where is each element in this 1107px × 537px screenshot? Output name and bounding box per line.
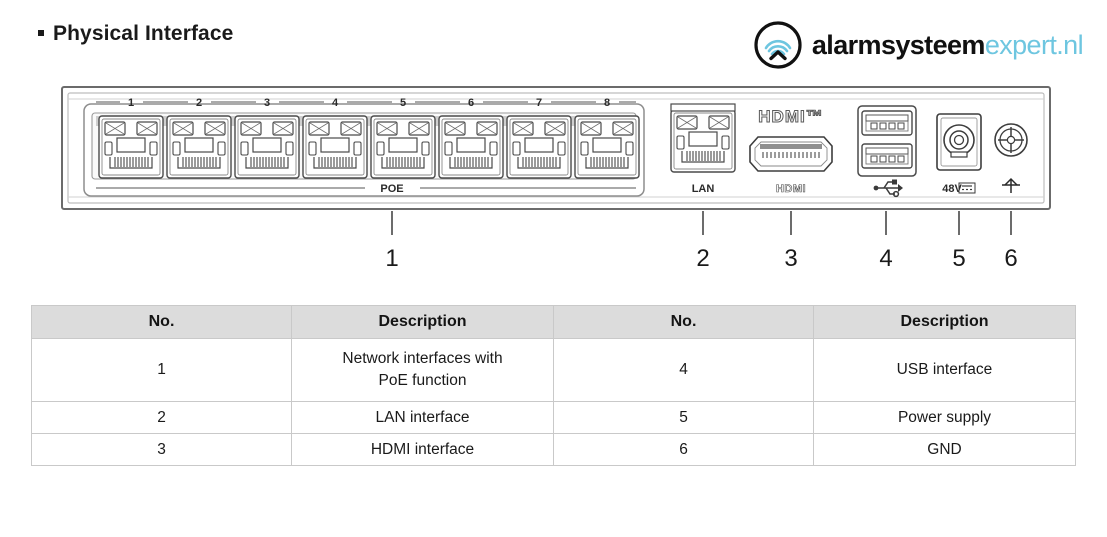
cell-no-right: 5 xyxy=(553,401,814,434)
poe-port-jack xyxy=(506,115,572,179)
signal-wave-circle-icon xyxy=(754,21,802,69)
cell-no-left: 2 xyxy=(31,401,292,434)
table-row: 2 LAN interface 5 Power supply xyxy=(31,401,1076,434)
poe-port-jack xyxy=(370,115,436,179)
poe-port-number: 7 xyxy=(536,97,542,109)
interface-description-table: No. Description No. Description 1 Networ… xyxy=(31,305,1076,466)
callout-numbers: 1 2 3 4 5 6 xyxy=(385,245,1017,272)
column-header-no-right: No. xyxy=(553,305,814,339)
cell-no-right: 6 xyxy=(553,433,814,466)
callout-number-5: 5 xyxy=(952,245,965,272)
column-header-no-left: No. xyxy=(31,305,292,339)
hdmi-port-group: HDMI™ HDMI xyxy=(749,107,833,195)
brand-logo: alarmsysteemexpert.nl xyxy=(754,20,1084,70)
svg-text:48V: 48V xyxy=(942,183,962,195)
power-jack-group: 48V xyxy=(936,113,982,195)
lan-label: LAN xyxy=(692,183,715,195)
hdmi-wordmark: HDMI™ xyxy=(758,107,823,126)
table-row: 3 HDMI interface 6 GND xyxy=(31,433,1076,466)
callout-number-2: 2 xyxy=(696,245,709,272)
poe-port-number: 4 xyxy=(332,97,339,109)
device-diagram: 1 2 3 4 5 6 7 8 POE L xyxy=(61,86,1051,272)
poe-port-number: 2 xyxy=(196,97,202,109)
table-row: 1 Network interfaces with PoE function 4… xyxy=(31,338,1076,402)
page-title: Physical Interface xyxy=(38,22,233,46)
brand-name-secondary: expert.nl xyxy=(984,29,1084,60)
table-header-row: No. Description No. Description xyxy=(31,305,1076,339)
poe-port-jack xyxy=(98,115,164,179)
column-header-desc-right: Description xyxy=(813,305,1076,339)
lan-port-group: LAN xyxy=(670,103,736,195)
usb-port-group xyxy=(857,105,917,198)
callout-number-3: 3 xyxy=(784,245,797,272)
column-header-desc-left: Description xyxy=(291,305,554,339)
ground-symbol-icon xyxy=(1002,177,1020,193)
poe-port-number: 5 xyxy=(400,97,406,109)
poe-port-jack xyxy=(574,115,640,179)
poe-port-jack xyxy=(166,115,232,179)
cell-desc-left-line1: Network interfaces with xyxy=(342,349,503,367)
cell-desc-right: GND xyxy=(813,433,1076,466)
poe-port-numbers: 1 2 3 4 5 6 7 8 xyxy=(128,97,610,109)
cell-desc-left: HDMI interface xyxy=(291,433,554,466)
brand-name: alarmsysteemexpert.nl xyxy=(811,29,1084,60)
device-rear-panel-figure: 1 2 3 4 5 6 7 8 POE L xyxy=(0,80,1107,285)
poe-port-jack xyxy=(438,115,504,179)
poe-port-number: 1 xyxy=(128,97,134,109)
brand-name-primary: alarmsysteem xyxy=(811,29,986,60)
cell-no-left: 3 xyxy=(31,433,292,466)
gnd-terminal-group xyxy=(994,123,1028,193)
poe-bank: 1 2 3 4 5 6 7 8 POE xyxy=(83,97,645,197)
power-rating-label: 48V xyxy=(942,182,976,195)
callout-number-4: 4 xyxy=(879,245,892,272)
callout-number-6: 6 xyxy=(1004,245,1017,272)
cell-desc-left-line2: PoE function xyxy=(378,372,467,389)
cell-no-left: 1 xyxy=(31,338,292,402)
cell-desc-left: Network interfaces with PoE function xyxy=(291,338,554,402)
page-title-text: Physical Interface xyxy=(53,22,234,45)
poe-port-jack xyxy=(234,115,300,179)
poe-group-label: POE xyxy=(96,183,636,195)
square-bullet-icon xyxy=(38,29,44,36)
poe-port-number: 6 xyxy=(468,97,474,109)
svg-text:POE: POE xyxy=(380,183,403,195)
hdmi-label: HDMI xyxy=(776,183,806,195)
cell-desc-right: Power supply xyxy=(813,401,1076,434)
poe-port-number: 3 xyxy=(264,97,270,109)
cell-desc-right: USB interface xyxy=(813,338,1076,402)
cell-no-right: 4 xyxy=(553,338,814,402)
poe-port-jack xyxy=(302,115,368,179)
cell-desc-left: LAN interface xyxy=(291,401,554,434)
callout-number-1: 1 xyxy=(385,245,398,272)
callout-group xyxy=(391,211,1012,235)
poe-port-number: 8 xyxy=(604,97,610,109)
usb-trident-icon xyxy=(873,179,903,198)
